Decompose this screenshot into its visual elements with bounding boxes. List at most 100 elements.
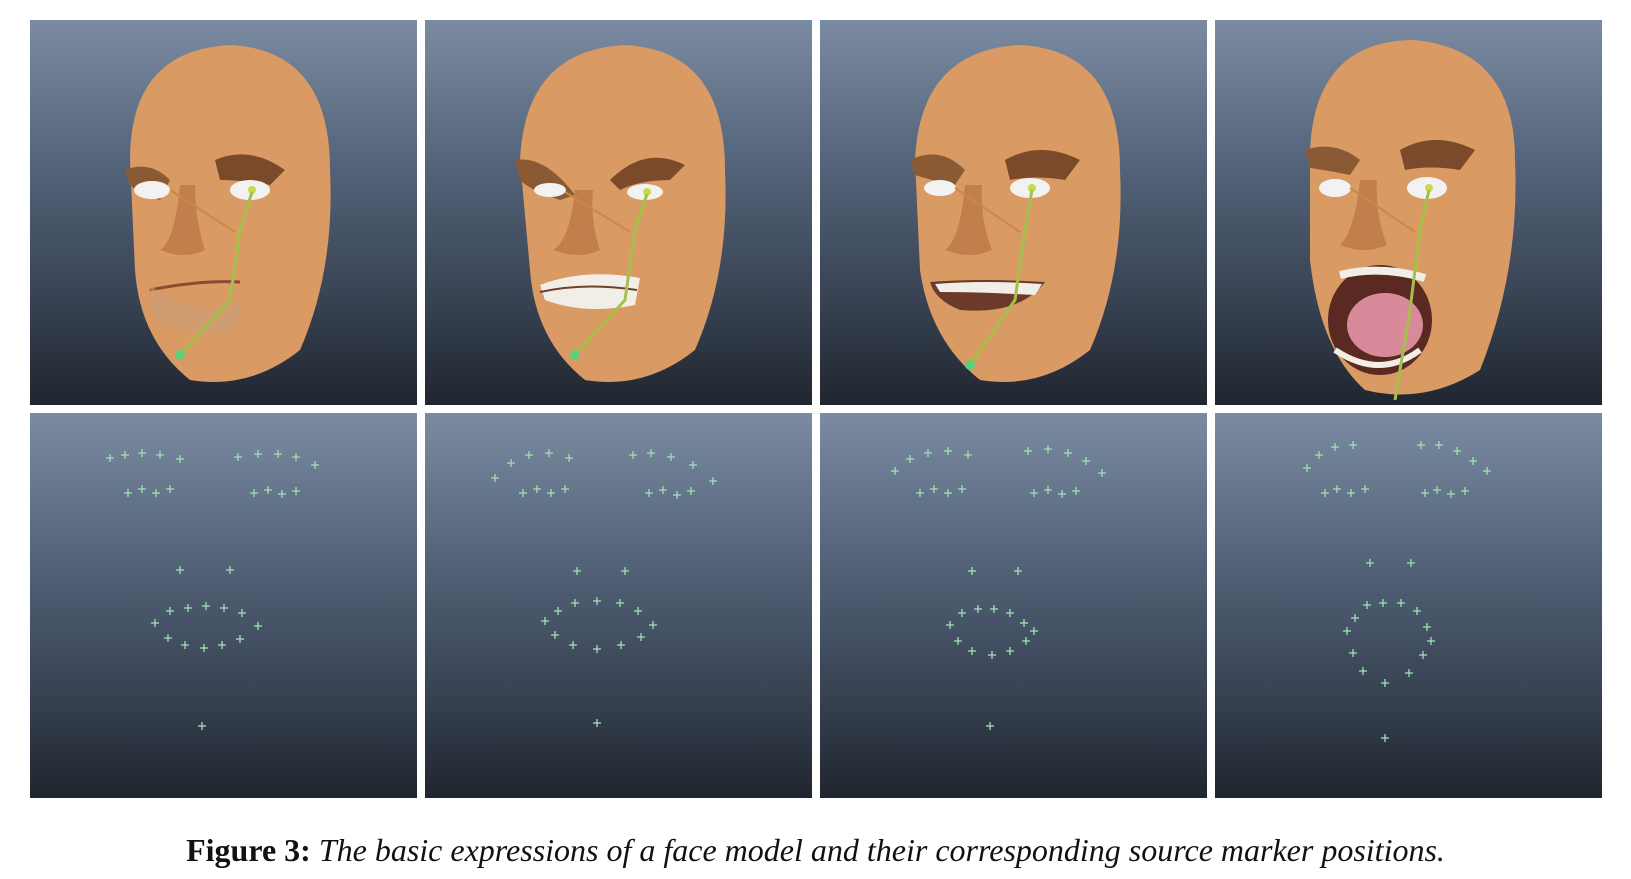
marker-point: [181, 641, 189, 649]
marker-point: [1483, 467, 1491, 475]
marker-point: [1331, 443, 1339, 451]
marker-point: [1381, 679, 1389, 687]
figure-caption-text: The basic expressions of a face model an…: [318, 832, 1445, 868]
marker-point: [254, 622, 262, 630]
marker-point: [986, 722, 994, 730]
marker-point: [1351, 614, 1359, 622]
marker-point: [106, 454, 114, 462]
marker-point: [1006, 609, 1014, 617]
marker-point: [1397, 599, 1405, 607]
marker-point: [1044, 445, 1052, 453]
marker-point: [1064, 449, 1072, 457]
marker-point: [234, 453, 242, 461]
marker-point: [1024, 447, 1032, 455]
marker-point: [547, 489, 555, 497]
marker-point: [964, 451, 972, 459]
face-model-angry: [515, 45, 726, 382]
marker-point: [278, 490, 286, 498]
marker-panel-neutral: [30, 413, 417, 798]
marker-point: [689, 461, 697, 469]
marker-point: [254, 450, 262, 458]
face-panel-open-mouth: [1215, 20, 1602, 405]
marker-point: [1098, 469, 1106, 477]
marker-point: [891, 467, 899, 475]
marker-point: [121, 451, 129, 459]
figure-caption: Figure 3: The basic expressions of a fac…: [0, 832, 1631, 869]
marker-point: [1315, 451, 1323, 459]
marker-point: [166, 607, 174, 615]
marker-point: [151, 619, 159, 627]
marker-point: [264, 486, 272, 494]
marker-point: [629, 451, 637, 459]
marker-point: [274, 450, 282, 458]
marker-point: [156, 451, 164, 459]
marker-point: [1413, 607, 1421, 615]
figure-label: Figure 3:: [186, 832, 311, 868]
marker-point: [1469, 457, 1477, 465]
marker-point: [1407, 559, 1415, 567]
marker-point: [974, 605, 982, 613]
marker-point: [637, 633, 645, 641]
marker-point: [1030, 627, 1038, 635]
marker-point: [569, 641, 577, 649]
marker-point: [1461, 487, 1469, 495]
marker-point: [138, 485, 146, 493]
marker-point: [1363, 601, 1371, 609]
marker-point: [924, 449, 932, 457]
marker-plot-smile: [891, 445, 1106, 730]
marker-point: [176, 455, 184, 463]
marker-plot-neutral: [106, 449, 319, 730]
marker-point: [1349, 441, 1357, 449]
marker-point: [200, 644, 208, 652]
marker-point: [617, 641, 625, 649]
marker-point: [1361, 485, 1369, 493]
marker-point: [1421, 489, 1429, 497]
marker-point: [1022, 637, 1030, 645]
marker-point: [184, 604, 192, 612]
marker-point: [593, 719, 601, 727]
marker-point: [202, 602, 210, 610]
marker-point: [968, 567, 976, 575]
marker-point: [1044, 486, 1052, 494]
marker-point: [238, 609, 246, 617]
marker-point: [1072, 487, 1080, 495]
marker-point: [218, 641, 226, 649]
marker-point: [1082, 457, 1090, 465]
marker-plot-angry: [491, 449, 717, 727]
marker-point: [491, 474, 499, 482]
marker-point: [1433, 486, 1441, 494]
marker-panel-smile: [820, 413, 1207, 798]
face-model-open-mouth: [1305, 40, 1516, 401]
face-model-neutral: [125, 45, 331, 382]
marker-point: [124, 489, 132, 497]
marker-point: [1381, 734, 1389, 742]
marker-point: [1343, 627, 1351, 635]
marker-point: [226, 566, 234, 574]
marker-point: [138, 449, 146, 457]
marker-point: [673, 491, 681, 499]
marker-point: [176, 566, 184, 574]
marker-point: [250, 489, 258, 497]
marker-point: [1379, 599, 1387, 607]
marker-point: [621, 567, 629, 575]
figure-grid: [30, 20, 1602, 798]
marker-point: [554, 607, 562, 615]
marker-point: [573, 567, 581, 575]
marker-point: [292, 487, 300, 495]
marker-point: [593, 597, 601, 605]
marker-point: [958, 485, 966, 493]
marker-point: [292, 453, 300, 461]
marker-point: [1359, 667, 1367, 675]
marker-point: [667, 453, 675, 461]
marker-point: [944, 489, 952, 497]
marker-point: [1417, 441, 1425, 449]
marker-point: [709, 477, 717, 485]
marker-panel-angry: [425, 413, 812, 798]
marker-point: [990, 605, 998, 613]
marker-point: [152, 489, 160, 497]
marker-point: [1020, 619, 1028, 627]
marker-point: [1453, 447, 1461, 455]
marker-point: [551, 631, 559, 639]
marker-point: [1447, 490, 1455, 498]
face-panel-angry: [425, 20, 812, 405]
